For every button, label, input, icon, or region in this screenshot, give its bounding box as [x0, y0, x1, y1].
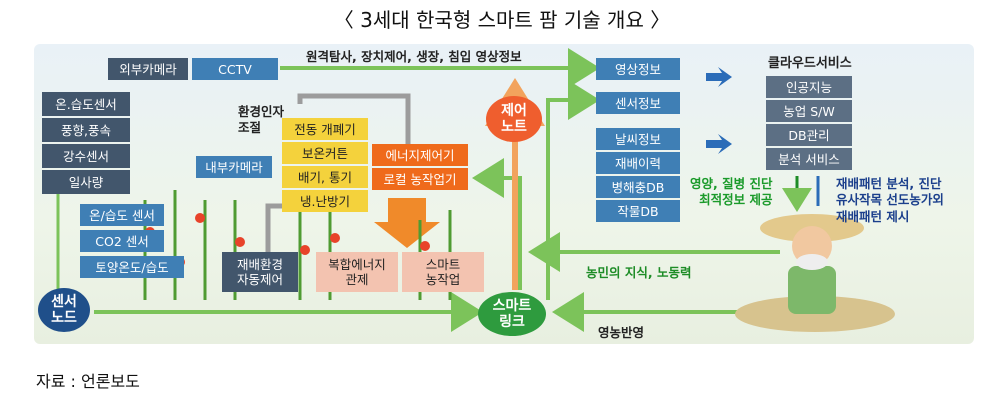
- right-info-1: 센서정보: [596, 92, 680, 114]
- right-info-2: 날씨정보: [596, 128, 680, 150]
- farm-reflect-label: 영농반영: [598, 325, 645, 340]
- cloud-item-1: 농업 S/W: [766, 100, 852, 122]
- farmer-illustration: [735, 214, 895, 332]
- farmer-knowledge-label: 농민의 지식, 노동력: [586, 265, 692, 280]
- info-to-cloud-arrow-2: [706, 134, 732, 154]
- control-item-1: 보온커튼: [282, 142, 368, 164]
- smart-link-circle: 스마트 링크: [478, 292, 546, 336]
- left-sensor-3: 일사량: [42, 170, 130, 194]
- gray-pipe-1: [297, 93, 411, 146]
- link-to-control-arrow: [472, 158, 522, 290]
- right-info-3: 재배이력: [596, 152, 680, 174]
- source-caption: 자료 : 언론보도: [36, 372, 140, 391]
- left-sensor-0: 온.습도센서: [42, 92, 130, 116]
- left-sensor-1: 풍향,풍속: [42, 118, 130, 142]
- orange-down-arrow: [374, 198, 440, 248]
- right-info-0: 영상정보: [596, 58, 680, 80]
- smart-work-box: 스마트 농작업: [402, 252, 484, 292]
- control-item-2: 배기, 통기: [282, 166, 368, 188]
- auto-control-box: 재배환경 자동제어: [222, 252, 298, 292]
- cloud-item-2: DB관리: [766, 124, 852, 146]
- right-info-5: 작물DB: [596, 200, 680, 222]
- control-item-3: 냉.난방기: [282, 190, 368, 212]
- internal-camera-box: 내부카메라: [196, 156, 272, 178]
- diagram-title: 〈 3세대 한국형 스마트 팜 기술 개요 〉: [333, 8, 671, 32]
- left-sensor-2: 강수센서: [42, 144, 130, 168]
- sensor-node-circle: 센서 노드: [38, 288, 90, 332]
- external-camera-box: 외부카메라: [108, 58, 188, 80]
- cloud-title: 클라우드서비스: [768, 56, 852, 71]
- env-adjust-label: 환경인자 조절: [238, 104, 285, 135]
- cloud-item-0: 인공지능: [766, 76, 852, 98]
- gray-pipe-2: [265, 203, 300, 252]
- cctv-box: CCTV: [192, 58, 278, 80]
- energy-control-box: 복합에너지 관제: [316, 252, 398, 292]
- energy-item-1: 로컬 농작업기: [372, 168, 468, 190]
- green-note: 영양, 질병 진단 최적정보 제공: [690, 176, 773, 208]
- top-arrow-label: 원격탐사, 장치제어, 생장, 침입 영상정보: [306, 49, 522, 64]
- inner-sensor-1: CO2 센서: [80, 230, 164, 252]
- info-to-cloud-arrow-1: [706, 67, 732, 87]
- inner-sensor-0: 온/습도 센서: [80, 204, 164, 226]
- control-node-circle: 제어 노트: [486, 96, 542, 142]
- right-info-4: 병해충DB: [596, 176, 680, 198]
- control-item-0: 전동 개폐기: [282, 118, 368, 140]
- inner-sensor-2: 토양온도/습도: [80, 256, 184, 278]
- cloud-item-3: 분석 서비스: [766, 148, 852, 170]
- blue-note: 재배패턴 분석, 진단 유사작목 선도농가외 재배패턴 제시: [836, 176, 944, 224]
- energy-item-0: 에너지제어기: [372, 144, 468, 166]
